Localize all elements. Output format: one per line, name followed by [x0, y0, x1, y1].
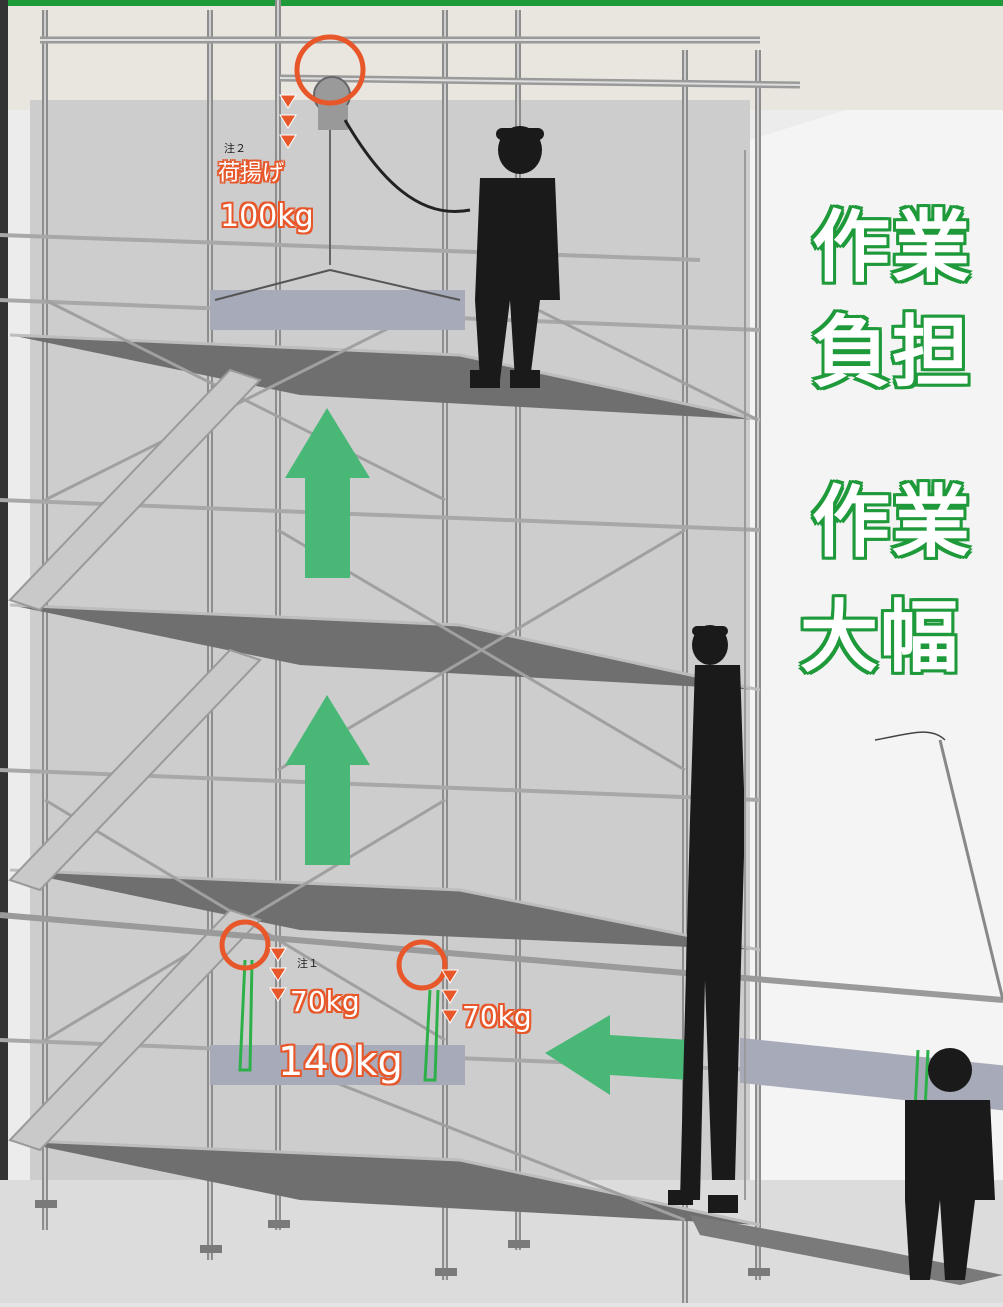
- load-right: 70kg: [462, 1000, 532, 1033]
- green-arrows: [285, 408, 690, 1095]
- headline-line-1: 作業: [812, 203, 973, 293]
- headline-line-3: 作業: [812, 478, 973, 568]
- scaffold-braces: [44, 298, 759, 1222]
- scaffold-decks: [10, 335, 1003, 1285]
- worker-right: [905, 1048, 995, 1280]
- hoist-label: 荷揚げ: [218, 161, 285, 186]
- hoist: [214, 76, 471, 301]
- suspended-beam-lower: [210, 1045, 465, 1085]
- arrow-up-lower: [285, 695, 370, 865]
- arrow-left: [545, 1015, 690, 1095]
- highlight-circles: [219, 34, 448, 991]
- green-frame-top: [0, 0, 1003, 6]
- note-2-label: 注２: [224, 142, 246, 155]
- suspended-beam-upper: [210, 290, 465, 330]
- hoist-weight: 100kg: [220, 199, 314, 234]
- worker-silhouettes: [470, 126, 995, 1280]
- load-total: 140kg: [278, 1039, 403, 1085]
- arrow-up-upper: [285, 408, 370, 578]
- load-left: 70kg: [290, 985, 360, 1018]
- worker-middle: [668, 625, 745, 1213]
- headline-line-4: 大幅: [800, 593, 961, 683]
- note-1-label: 注１: [297, 957, 319, 970]
- headline-line-2: 負担: [812, 308, 973, 398]
- worker-top: [470, 126, 560, 388]
- staircase: [8, 368, 262, 1152]
